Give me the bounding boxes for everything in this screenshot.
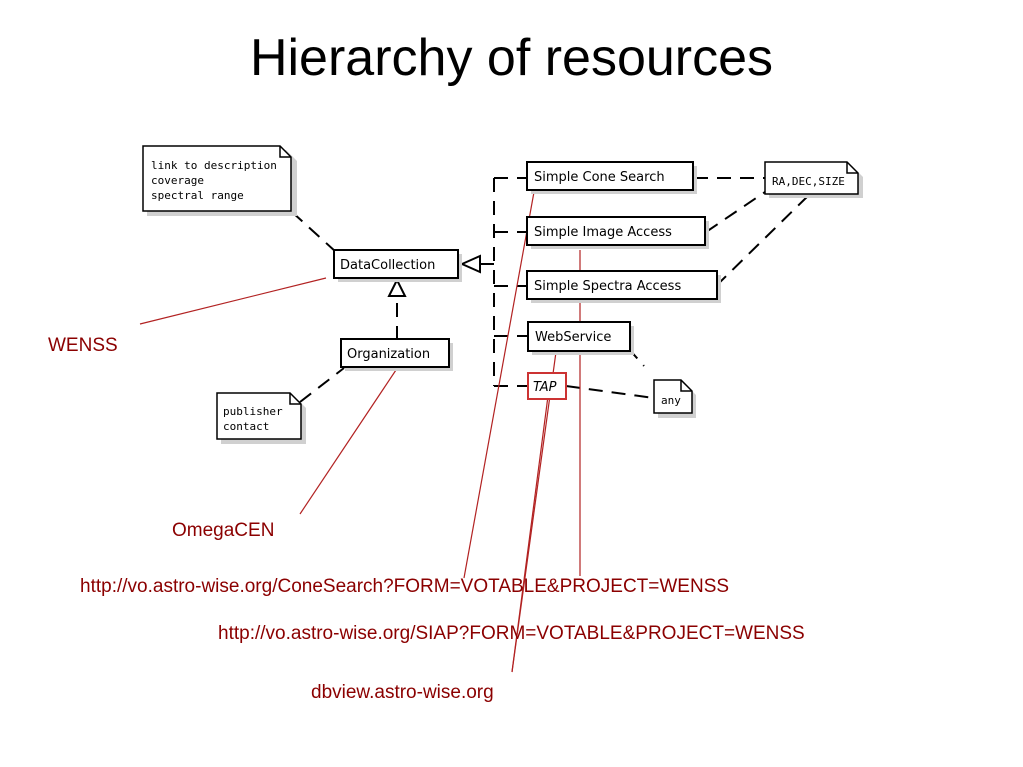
label-simple-image-access: Simple Image Access [534, 225, 672, 240]
box-organization: Organization [340, 338, 453, 371]
annotation-wenss: WENSS [48, 335, 118, 356]
annotation-dbview-url: dbview.astro-wise.org [311, 682, 494, 703]
omegacen-pointer [299, 369, 397, 515]
radec-note: RA,DEC,SIZE [764, 161, 863, 198]
box-webservice: WebService [527, 321, 634, 355]
tap-to-any [565, 385, 655, 399]
annotation-cone-url: http://vo.astro-wise.org/ConeSearch?FORM… [80, 576, 729, 597]
box-simple-image-access: Simple Image Access [526, 216, 709, 249]
note-line-contact: contact [223, 420, 269, 433]
annotation-siap-url: http://vo.astro-wise.org/SIAP?FORM=VOTAB… [218, 623, 805, 644]
label-simple-spectra-access: Simple Spectra Access [534, 279, 681, 294]
organization-note: publisher contact [216, 392, 306, 444]
datacollection-note: link to description coverage spectral ra… [142, 145, 297, 216]
note-to-organization [299, 367, 345, 403]
slide-title: Hierarchy of resources [249, 29, 774, 87]
box-simple-cone-search: Simple Cone Search [526, 161, 697, 194]
label-simple-cone-search: Simple Cone Search [534, 170, 665, 185]
label-tap: TAP [533, 380, 557, 395]
inherit-arrow-organization [387, 277, 407, 297]
image-to-radec [705, 191, 766, 233]
label-organization: Organization [347, 347, 430, 362]
inherit-arrow-services [459, 254, 481, 274]
label-webservice: WebService [535, 330, 611, 345]
note-line-link: link to description [151, 159, 277, 172]
radec-note-text: RA,DEC,SIZE [772, 175, 845, 188]
note-line-spectral: spectral range [151, 189, 244, 202]
note-line-coverage: coverage [151, 174, 204, 187]
box-datacollection: DataCollection [333, 249, 462, 282]
note-to-datacollection [291, 211, 337, 253]
box-simple-spectra-access: Simple Spectra Access [526, 270, 721, 303]
any-note: any [653, 379, 696, 418]
spectra-to-radec [715, 191, 813, 287]
dbview-url-pointer-2 [511, 351, 557, 673]
label-datacollection: DataCollection [340, 258, 435, 273]
wenss-pointer [139, 277, 327, 325]
note-line-publisher: publisher [223, 405, 283, 418]
any-note-text: any [661, 394, 681, 407]
annotation-omegacen: OmegaCEN [172, 520, 274, 541]
cone-url-pointer [463, 191, 535, 579]
box-tap: TAP [527, 372, 567, 400]
